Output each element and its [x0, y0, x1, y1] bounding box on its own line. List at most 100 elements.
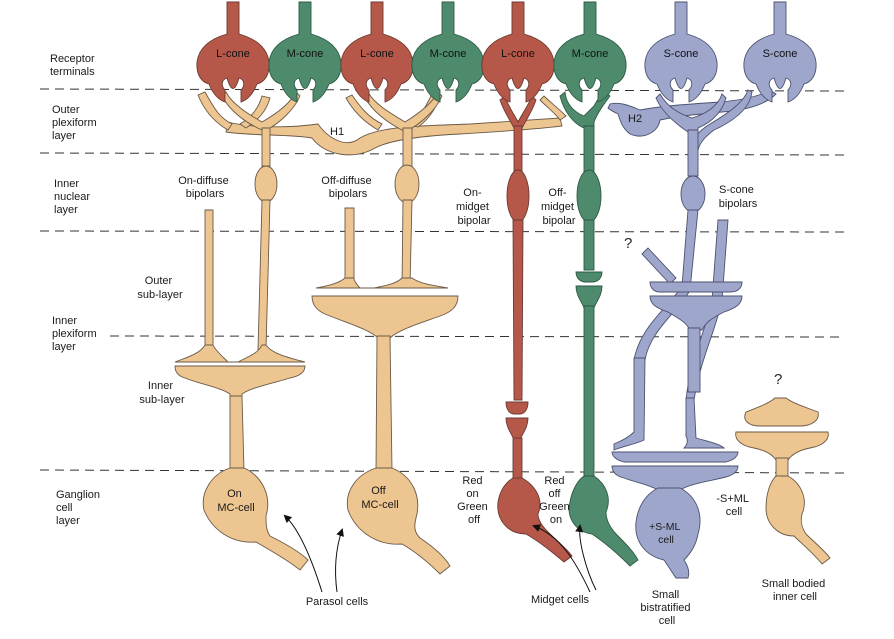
s-cone-pathway: [607, 89, 777, 579]
bistratified-outer-dendrite: [641, 247, 677, 285]
on-mc-dendritic-tree: [174, 365, 306, 399]
parasol-arrow-left: [283, 514, 323, 593]
off-midget-bipolar-axon-top: [583, 125, 595, 173]
h2-label: H2: [628, 113, 642, 125]
cone-pedicle: [644, 1, 718, 103]
layer-label-ganglion: Ganglion cell layer: [56, 489, 103, 527]
off-midget-bipolar-axon: [583, 219, 595, 271]
red-off-dendrite: [575, 285, 603, 309]
bistratified-inner-arbor: [611, 451, 739, 463]
cone-mcone-2: M-cone: [268, 1, 342, 103]
cone-label: M-cone: [430, 48, 467, 60]
h1-dendrite: [539, 95, 567, 121]
cone-label: L-cone: [501, 48, 535, 60]
minus-s-ml-cell-label: -S+ML cell: [716, 493, 751, 518]
s-cone-bipolar-soma: [680, 175, 706, 213]
off-midget-bipolar-dendrite: [559, 91, 611, 129]
off-midget-bipolar-terminal: [575, 271, 603, 283]
red-on-dendrite: [505, 417, 529, 441]
cone-label: S-cone: [664, 48, 699, 60]
h1-horizontal-cell: [225, 117, 563, 156]
cone-label: L-cone: [216, 48, 250, 60]
s-cone-bipolar-terminal-left: [613, 357, 646, 451]
on-diffuse-bipolar-label: On-diffuse bipolars: [178, 175, 232, 200]
cone-pedicle: [340, 1, 414, 103]
cone-mcone-4: M-cone: [411, 1, 485, 103]
cone-lcone-5: L-cone: [481, 1, 555, 103]
unknown-marker-bistratified: ?: [624, 235, 632, 252]
on-diffuse-bipolar-soma: [254, 165, 278, 203]
s-cone-bipolar-label: S-cone bipolars: [719, 184, 758, 210]
on-midget-bipolar-axon: [512, 219, 524, 401]
red-on-cell-body: [497, 477, 573, 563]
bistratified-outer-arbor: [649, 281, 743, 293]
on-midget-bipolar-dendrite: [499, 95, 537, 129]
cone-label: S-cone: [763, 48, 798, 60]
unknown-marker-small-bodied: ?: [774, 371, 782, 388]
layer-labels: Receptor terminals Outer plexiform layer…: [50, 53, 185, 527]
red-off-stalk: [583, 305, 595, 479]
layer-label-receptor: Receptor terminals: [50, 53, 98, 78]
small-bodied-lower-arbor: [735, 431, 829, 461]
cone-pedicle: [268, 1, 342, 103]
off-diffuse-bipolar-axon: [401, 199, 413, 287]
cone-pedicle: [553, 1, 627, 103]
small-bodied-caption: Small bodied inner cell: [762, 578, 829, 603]
cone-label: M-cone: [572, 48, 609, 60]
off-mc-axon-stalk: [375, 335, 393, 471]
cone-lcone-3: L-cone: [340, 1, 414, 103]
off-diffuse-bipolar-terminals: [315, 277, 449, 289]
on-midget-bipolar-terminal: [505, 401, 529, 415]
on-mc-axon-stalk: [229, 395, 245, 471]
layer-label-inner-plexiform: Inner plexiform layer: [52, 315, 100, 353]
on-diffuse-bipolar-dendrites: [221, 91, 301, 131]
midget-arrow-right: [575, 524, 597, 591]
parasol-cells-caption: Parasol cells: [306, 596, 369, 608]
boundary-ipl-mid: [109, 335, 846, 338]
bistratified-inner-tree: [611, 465, 739, 491]
off-diffuse-bipolar-dendrites: [363, 91, 443, 131]
off-diffuse-bipolar-axon-left: [344, 207, 355, 283]
midget-cells-caption: Midget cells: [531, 594, 590, 606]
small-bodied-stalk: [775, 457, 789, 479]
bistratified-stalk-left: [687, 327, 701, 393]
layer-boundaries: [39, 88, 846, 474]
on-diffuse-bipolar-axon-left: [204, 209, 214, 351]
on-diffuse-bipolar-terminals: [174, 344, 306, 363]
red-on-green-off-label: Red on Green off: [457, 475, 491, 526]
on-midget-bipolar-label: On- midget bipolar: [456, 187, 492, 227]
on-diffuse-bipolar-axon: [257, 199, 271, 351]
cone-scone-7: S-cone: [644, 1, 718, 103]
red-on-stalk: [512, 437, 523, 481]
s-ml-cell-body: [635, 487, 701, 579]
midget-arrow-left: [532, 524, 591, 593]
cone-pedicle: [481, 1, 555, 103]
off-mc-dendritic-tree: [311, 295, 459, 339]
small-bodied-inner-cell: [735, 397, 831, 565]
sublayer-label-inner: Inner sub-layer: [139, 380, 185, 406]
s-cone-bipolar-axon-top: [687, 129, 699, 177]
cone-scone-8: S-cone: [743, 1, 817, 103]
off-mc-cell-body: [346, 467, 451, 575]
cell-labels: H1 H2 On-diffuse bipolars Off-diffuse bi…: [178, 113, 829, 627]
red-off-green-on-label: Red off Green on: [539, 475, 573, 526]
s-cone-bipolar-terminal-right: [682, 397, 726, 449]
off-diffuse-bipolar-label: Off-diffuse bipolars: [321, 175, 374, 200]
cone-mcone-6: M-cone: [553, 1, 627, 103]
layer-label-inner-nuclear: Inner nuclear layer: [54, 178, 93, 216]
midget-pathway-green: [559, 91, 639, 567]
small-bistratified-caption: Small bistratified cell: [640, 589, 693, 627]
on-diffuse-bipolar-axon-top: [261, 127, 271, 167]
off-diffuse-bipolar-axon-top: [402, 127, 413, 167]
on-midget-bipolar-soma: [506, 169, 530, 223]
h1-dendrite: [197, 91, 233, 131]
caption-arrows: [283, 514, 597, 593]
layer-label-outer-plexiform: Outer plexiform layer: [52, 104, 100, 142]
cone-terminals: L-cone M-cone L-cone M-cone L-cone M-cone S-co…: [196, 1, 817, 103]
s-cone-bipolar-dendrites: [655, 93, 727, 133]
parasol-arrow-right: [335, 528, 344, 593]
on-mc-cell-label: On MC-cell: [217, 488, 254, 514]
cone-label: L-cone: [360, 48, 394, 60]
red-off-cell-body: [568, 475, 639, 567]
